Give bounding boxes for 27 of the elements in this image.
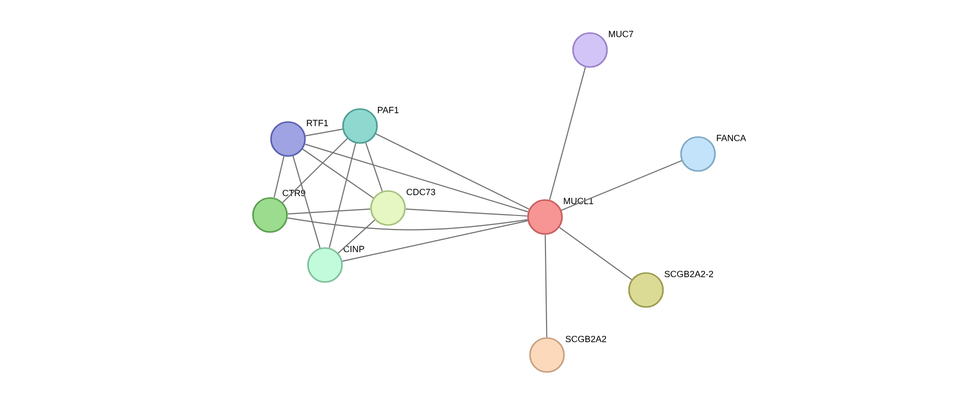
node-label: MUC7	[608, 30, 634, 38]
interaction-line	[288, 208, 370, 214]
interaction-line	[287, 217, 528, 230]
interaction-line	[328, 143, 356, 248]
node-label: MUCL1	[564, 198, 594, 204]
interaction-line	[342, 220, 528, 262]
interaction-line	[282, 138, 348, 203]
interaction-line	[376, 133, 530, 210]
interaction-line	[292, 156, 321, 248]
interaction-line	[561, 160, 682, 211]
interaction-line	[549, 67, 586, 200]
interaction-line	[305, 128, 343, 136]
node-label: SCGB2A2	[566, 336, 606, 342]
interaction-line	[544, 234, 548, 338]
interaction-line	[302, 148, 374, 198]
interaction-line	[304, 144, 528, 212]
interaction-line	[559, 226, 632, 280]
interaction-line	[338, 220, 376, 254]
node-label: FANCA	[716, 134, 746, 142]
interaction-line	[274, 156, 284, 198]
interaction-line	[406, 208, 528, 217]
node-label: CDC73	[406, 188, 436, 196]
node-label: PAF1	[378, 106, 399, 114]
node-label: RTF1	[306, 120, 328, 126]
node-label: CINP	[344, 246, 364, 252]
node-label: SCGB2A2-2	[664, 270, 714, 278]
interaction-line	[365, 142, 383, 192]
